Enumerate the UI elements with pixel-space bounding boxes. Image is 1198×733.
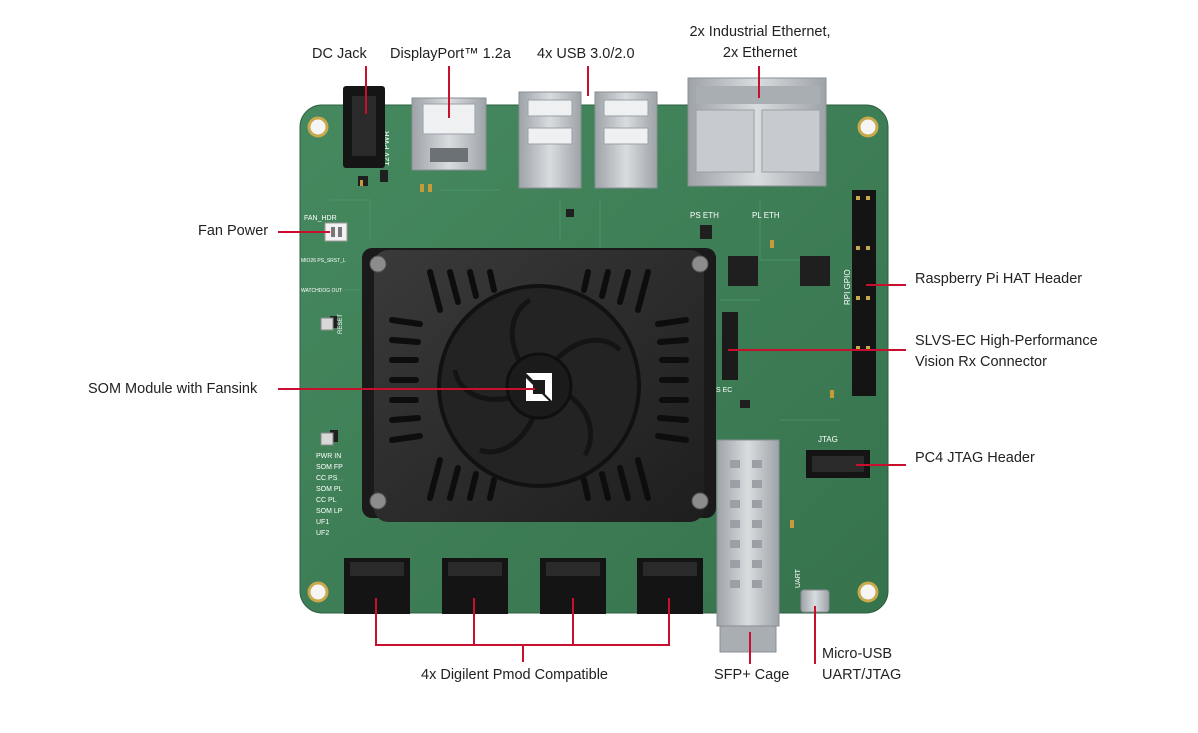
led-label: SOM PL	[316, 486, 343, 493]
sfp-cage	[716, 439, 780, 653]
silk-ps-srst: MIO26 PS_SRST_L	[301, 258, 346, 264]
label-slvs-line2: Vision Rx Connector	[915, 354, 1047, 370]
reset-button	[320, 317, 334, 331]
fan-power-header	[324, 222, 348, 242]
silk-watchdog: WATCHDOG OUT	[301, 288, 342, 294]
label-usb: 4x USB 3.0/2.0	[537, 46, 635, 62]
label-displayport: DisplayPort™ 1.2a	[390, 46, 511, 62]
reset-button	[320, 432, 334, 446]
label-ethernet-line1: 2x Industrial Ethernet,	[689, 24, 831, 40]
label-jtag-header: PC4 JTAG Header	[915, 450, 1035, 466]
label-micro-usb-line1: Micro-USB	[822, 646, 893, 662]
led-label: SOM LP	[316, 508, 343, 515]
silk-rpi-gpio: RPI GPIO	[843, 269, 852, 305]
silk-slvs: S EC	[716, 387, 732, 394]
led-label: CC PL	[316, 497, 337, 504]
heatsink-fins	[389, 269, 689, 501]
label-slvs-line1: SLVS-EC High-Performance	[915, 333, 1098, 349]
rpi-hat-header	[852, 190, 876, 396]
label-sfp: SFP+ Cage	[714, 667, 790, 683]
label-micro-usb: Micro-USB UART/JTAG	[822, 644, 901, 686]
label-pmod: 4x Digilent Pmod Compatible	[421, 667, 608, 683]
label-ethernet-line2: 2x Ethernet	[722, 45, 798, 61]
label-fan-power: Fan Power	[198, 223, 269, 239]
silk-jtag: JTAG	[818, 435, 838, 444]
led-label: UF1	[316, 519, 329, 526]
dc-jack	[343, 86, 385, 168]
led-label: PWR IN	[316, 453, 341, 460]
label-rpi-header: Raspberry Pi HAT Header	[915, 271, 1083, 287]
slvs-ec-connector	[722, 312, 738, 380]
label-ethernet: 2x Industrial Ethernet, 2x Ethernet	[678, 22, 842, 64]
led-label: CC PS	[316, 475, 338, 482]
led-label: UF2	[316, 530, 329, 537]
label-slvs: SLVS-EC High-Performance Vision Rx Conne…	[915, 331, 1098, 373]
led-label: SOM FP	[316, 464, 343, 471]
silk-uart: UART	[795, 568, 802, 588]
silkscreen: 12V PWR FAN_HDR MIO26 PS_SRST_L WATCHDOG…	[301, 131, 852, 588]
label-som-module: SOM Module with Fansink	[88, 381, 258, 397]
screws	[369, 255, 709, 510]
silk-ps-eth: PS ETH	[690, 211, 719, 220]
mounting-holes	[307, 116, 879, 603]
callout-lines	[278, 66, 906, 664]
usb-connectors	[518, 91, 658, 189]
label-dc-jack: DC Jack	[312, 46, 367, 62]
ethernet-connectors	[687, 77, 827, 187]
silk-reset: RESET	[338, 314, 344, 334]
label-micro-usb-line2: UART/JTAG	[822, 667, 902, 683]
som-module	[362, 248, 716, 522]
silk-12v-pwr: 12V PWR	[382, 131, 391, 166]
silk-pl-eth: PL ETH	[752, 211, 780, 220]
brand-logo-icon	[526, 373, 552, 401]
silk-fan-hdr: FAN_HDR	[304, 215, 337, 222]
led-labels: PWR IN SOM FP CC PS SOM PL CC PL SOM LP …	[316, 453, 343, 537]
